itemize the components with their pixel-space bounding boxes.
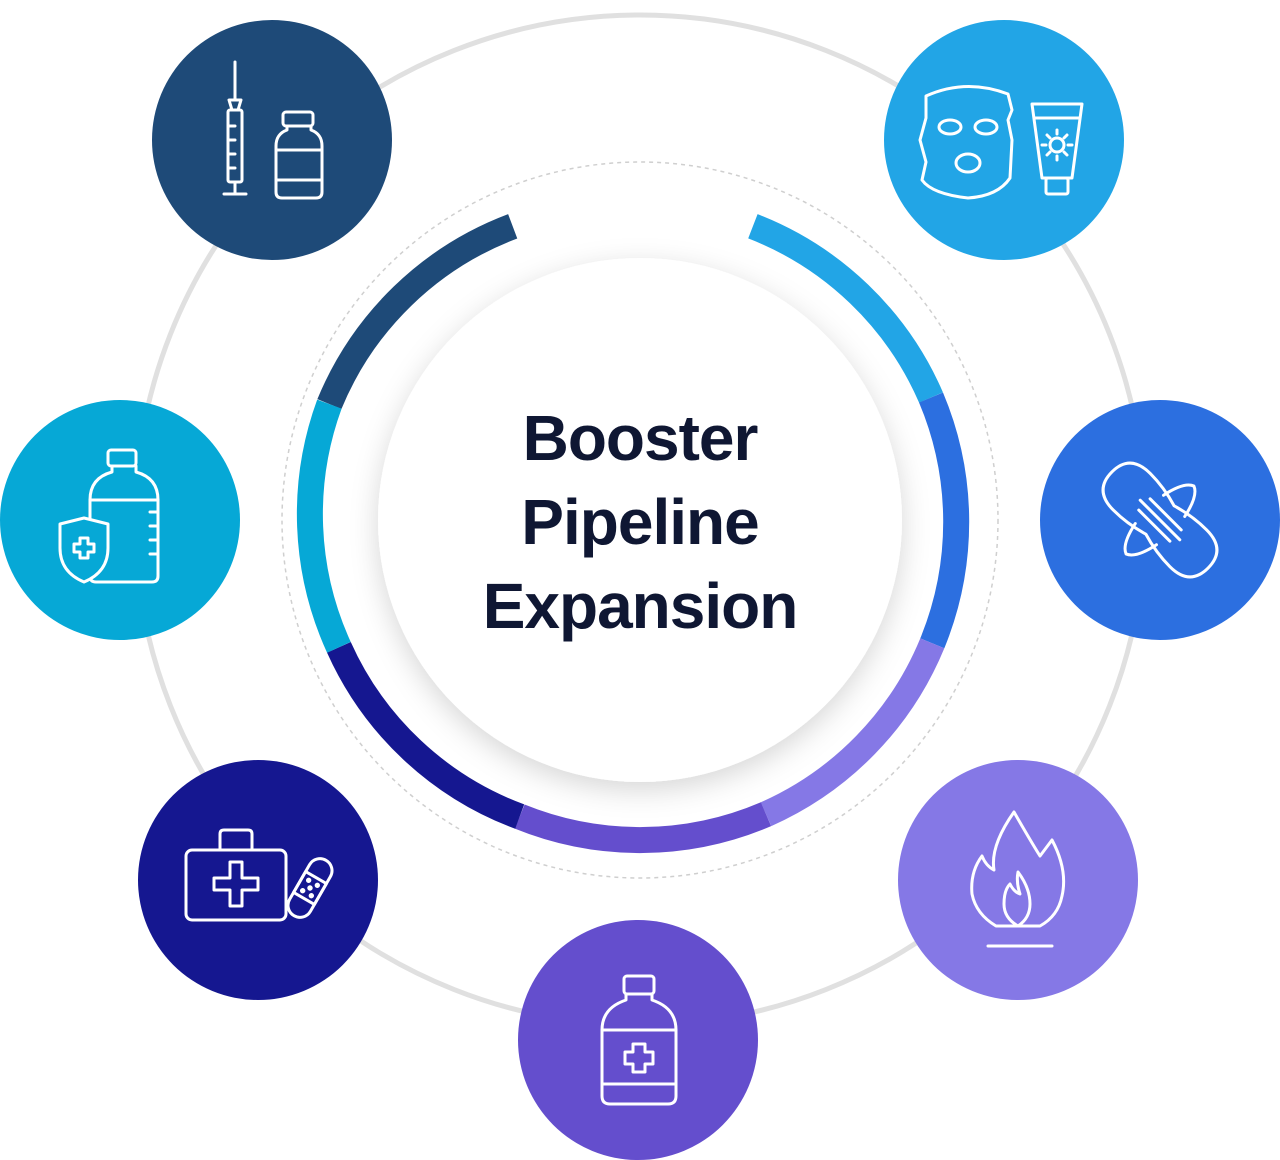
first-aid-kit-bandage-icon bbox=[184, 828, 334, 922]
center-disc bbox=[378, 258, 902, 782]
face-mask-sunscreen-icon bbox=[918, 85, 1084, 200]
node-lavender bbox=[898, 760, 1138, 1000]
title-line-1: Booster bbox=[522, 402, 759, 474]
arc-segment-teal bbox=[296, 399, 351, 653]
arc-segments bbox=[296, 214, 970, 854]
medicine-bottle-icon bbox=[600, 974, 678, 1106]
node-teal bbox=[0, 400, 240, 640]
shield-bottle-icon bbox=[58, 448, 160, 584]
dashed-ring bbox=[281, 161, 999, 879]
node-sky bbox=[884, 20, 1124, 260]
node-circle-violet bbox=[518, 920, 758, 1160]
sanitary-pad-icon bbox=[1101, 461, 1219, 579]
flame-icon bbox=[970, 810, 1066, 948]
node-indigo bbox=[138, 760, 378, 1000]
title-line-3: Expansion bbox=[482, 570, 799, 642]
arc-segment-lavender bbox=[760, 638, 945, 827]
node-circle-navy bbox=[152, 20, 392, 260]
arc-segment-indigo bbox=[327, 641, 525, 829]
arc-segment-navy bbox=[317, 214, 518, 410]
node-navy bbox=[152, 20, 392, 260]
title-line-2: Pipeline bbox=[521, 486, 759, 558]
arc-segment-sky bbox=[748, 214, 943, 403]
syringe-vial-icon bbox=[222, 60, 324, 200]
node-circle-teal bbox=[0, 400, 240, 640]
center-title: Booster Pipeline Expansion bbox=[440, 392, 840, 652]
node-violet bbox=[518, 920, 758, 1160]
node-circle-sky bbox=[884, 20, 1124, 260]
node-blue bbox=[1040, 400, 1280, 640]
arc-segment-violet bbox=[514, 802, 772, 854]
arc-segment-blue bbox=[919, 392, 970, 649]
